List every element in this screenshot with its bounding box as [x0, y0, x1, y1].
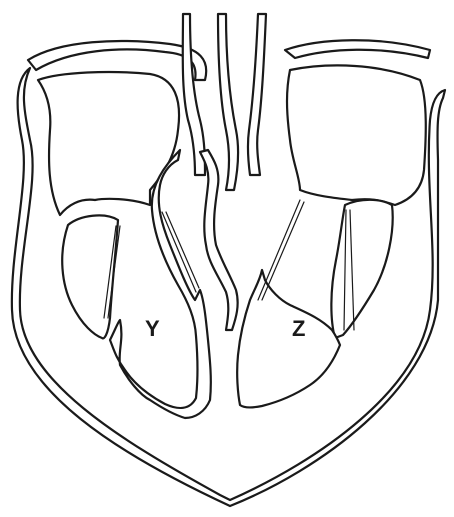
right-papillary-muscle [237, 270, 340, 407]
chordae-right-2 [262, 202, 304, 300]
right-upper-cavity [287, 65, 426, 205]
central-vessel-middle [218, 14, 238, 190]
right-ventricle-z [331, 200, 392, 338]
label-z: Z [292, 316, 305, 341]
chordae-right-1 [258, 200, 300, 300]
central-vessel-right [248, 14, 266, 175]
label-y: Y [145, 316, 160, 341]
right-vessel-top [285, 40, 430, 58]
